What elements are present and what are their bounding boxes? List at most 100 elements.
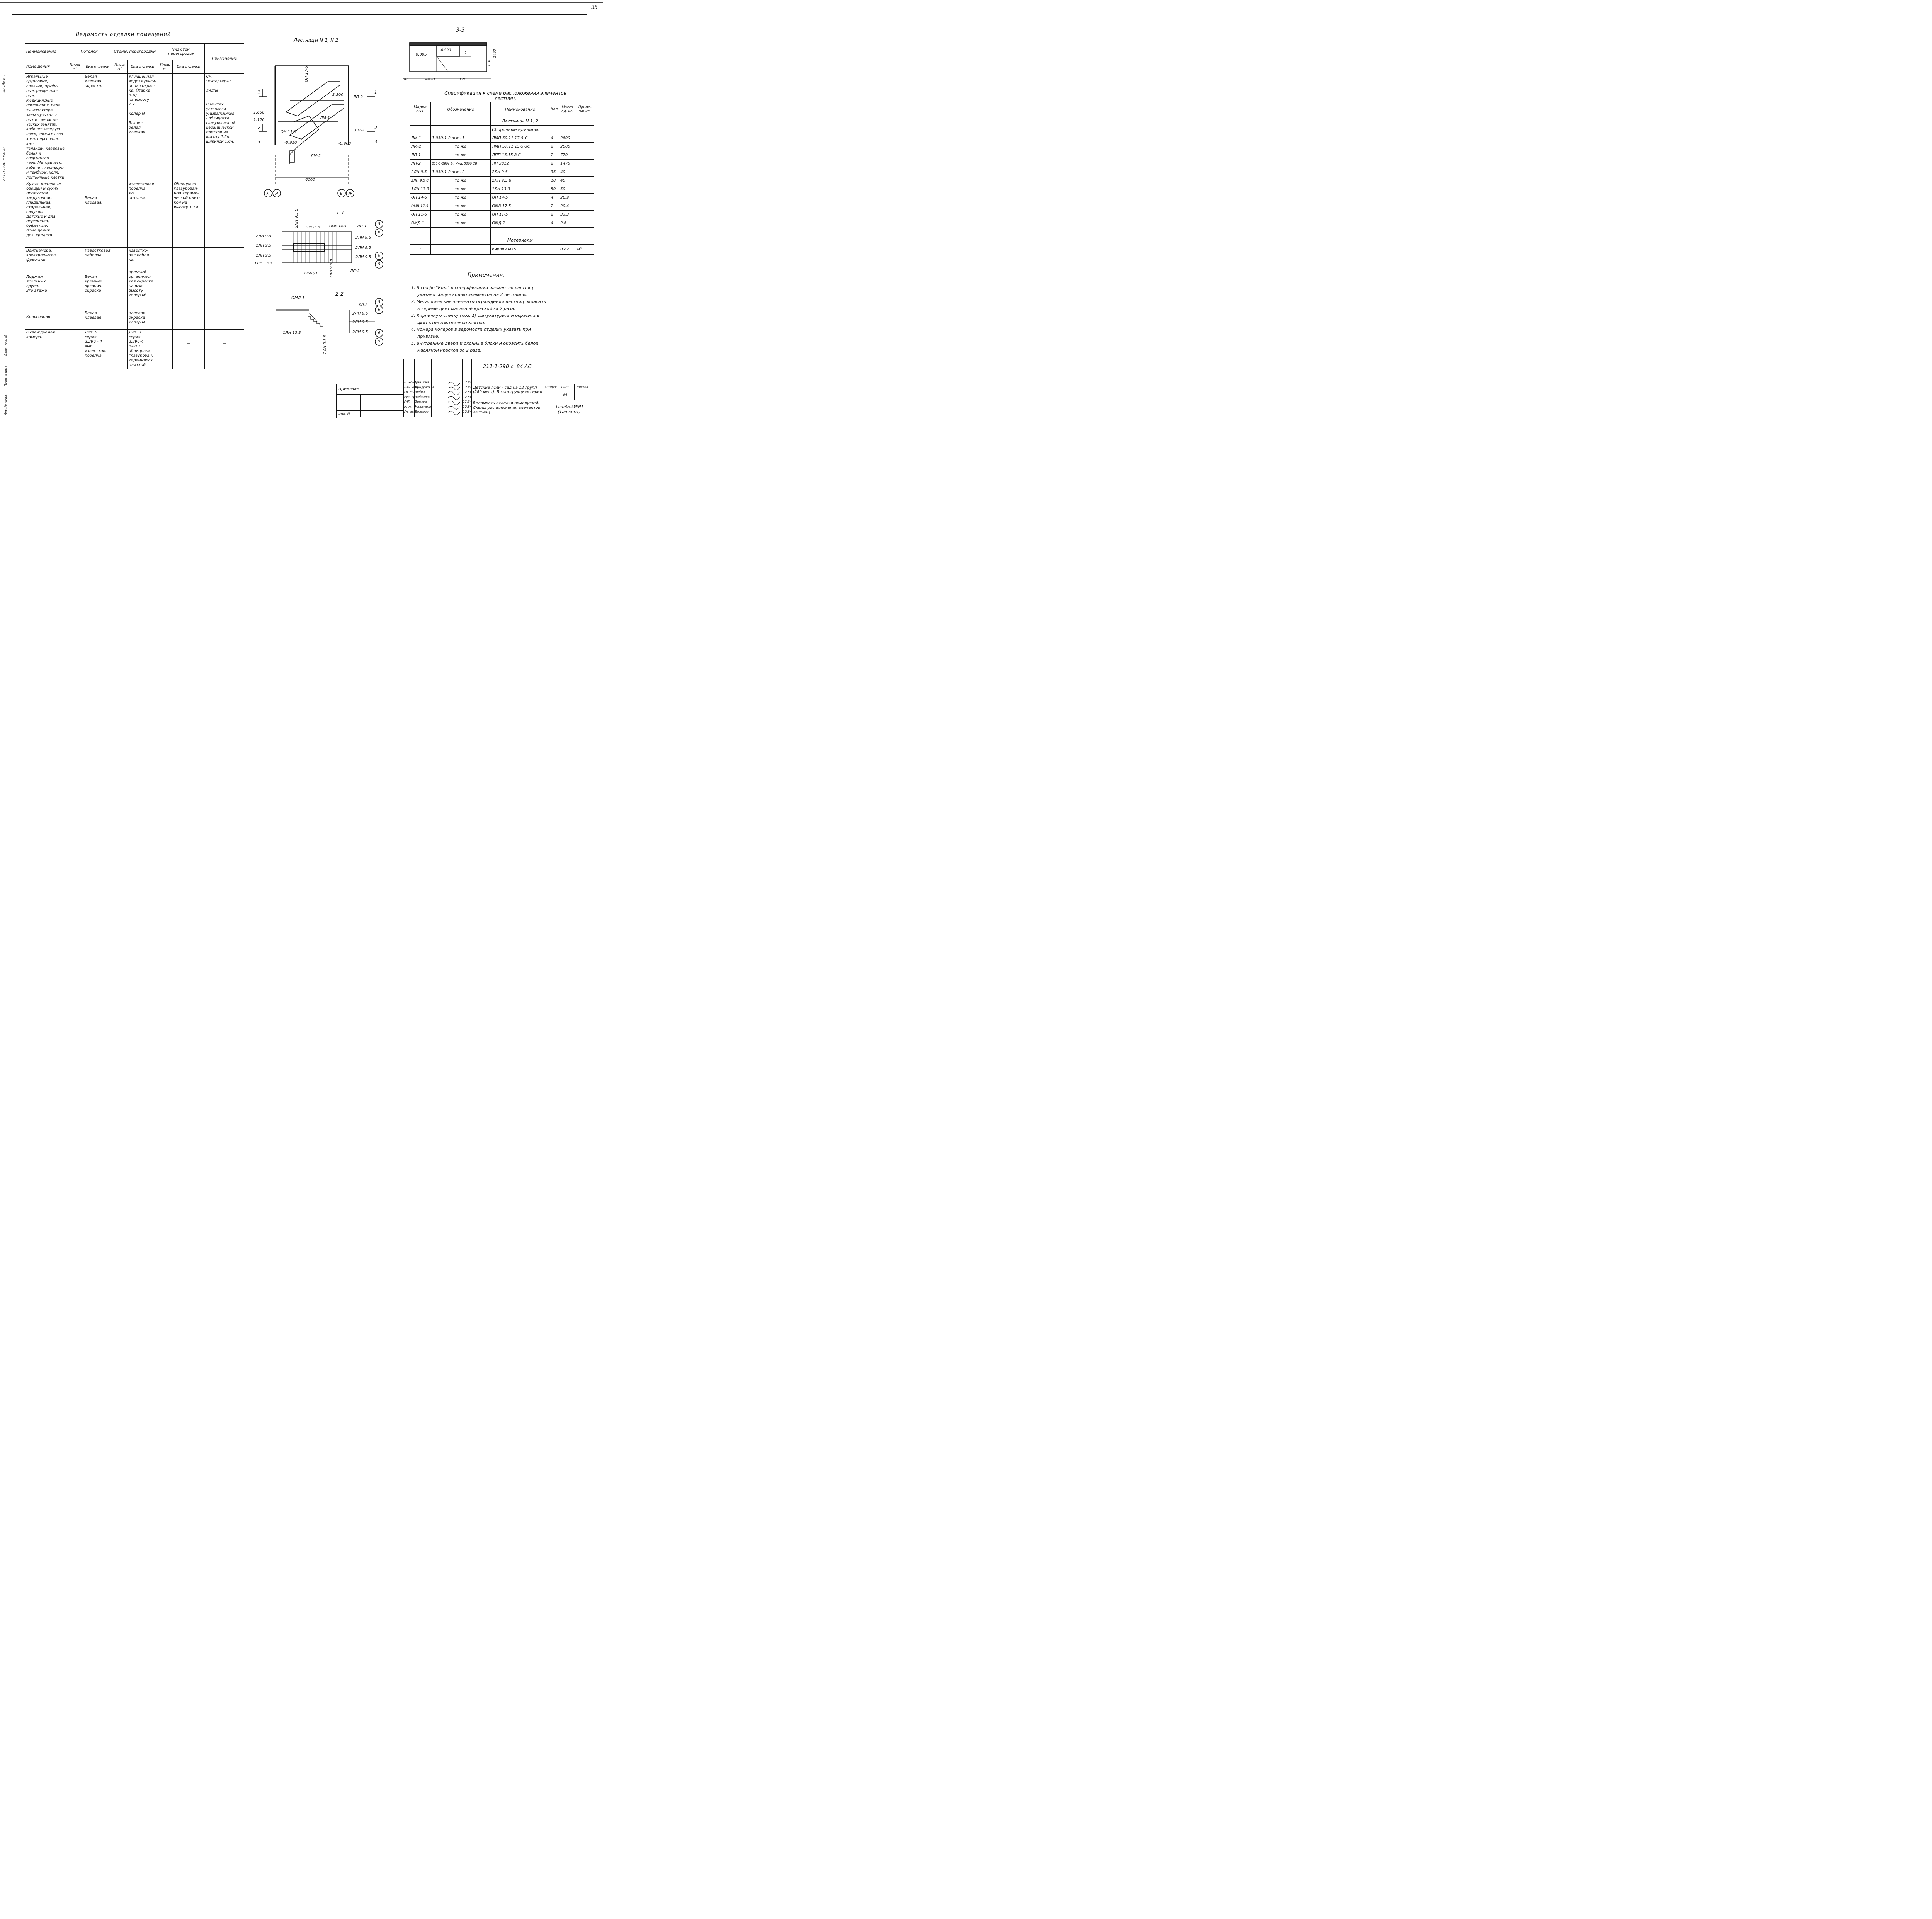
s11-lbl-13: 2ЛН 9.5 8 [329, 259, 333, 278]
row6-low: — [172, 329, 205, 369]
spec-section-row: Лестницы N 1, 2 [410, 117, 595, 126]
s22-lbl-6: 1ЛН 13.3 [283, 331, 301, 335]
inv-label: инв. N [338, 412, 350, 416]
side-stamp-2: Подп. и дата [4, 365, 7, 387]
row6-name: Охлаждаемая камера. [24, 329, 67, 369]
stair-mark-1b: 1 [374, 90, 378, 95]
stair-mark-3b: 3 [374, 139, 378, 145]
spec-title: Спецификация к схеме расположения элемен… [444, 90, 566, 101]
spec-hdr-qty: Кол [549, 102, 560, 117]
s11-lbl-3: 2ЛН 9.5 [256, 253, 272, 258]
s11-lbl-5: 1ЛН 13.3 [305, 225, 320, 229]
hdr-walls: Стены, перегородки [112, 43, 158, 60]
row4-ceiling: Белая кремний органич. окраска [83, 269, 112, 308]
axis-b: Б [340, 192, 343, 196]
hdr-low-walls: Низ стен, перегородок [157, 43, 205, 60]
organization: ТашЗНИИЭП (Ташкент) [555, 404, 583, 414]
stage-label: Стадия [545, 385, 557, 389]
section-22-drawing [276, 309, 375, 333]
row4-name: Лоджии ясельных групп: 2го этажа [24, 269, 67, 308]
row3-ceiling: Известковая побелка [83, 247, 112, 269]
row6-ceiling: Дет. 8 серия 2.290 - 4 вып.1 известков. … [83, 329, 112, 369]
row2-walls: известковая побелка до потолка. [127, 180, 158, 248]
lbl-lm2: ЛМ-2 [311, 154, 321, 158]
note-line: 5. Внутренние двери и оконные блоки и ок… [411, 341, 539, 346]
table-row: Венткамера, электрощитов, фреонная Извес… [24, 247, 244, 269]
page-number: 35 [591, 5, 598, 10]
s11-c1: 5 [378, 222, 381, 226]
row2-note [204, 180, 244, 248]
s11-c4: 5 [378, 262, 381, 266]
s11-lbl-8: 2ЛН 9.5 [355, 236, 371, 240]
spec-section-row: Сборочные единицы. [410, 125, 595, 134]
side-stamp-1: Инв. № подл. [4, 394, 7, 415]
lbl-on17: ОН 17-5 [304, 66, 309, 82]
spec-hdr-note: Приме- чание. [575, 102, 595, 117]
stairs-title: Лестницы N 1, N 2 [294, 37, 338, 43]
spec-hdr-name: Наименование [490, 102, 550, 117]
s11-lbl-4: 1ЛН 13.3 [254, 261, 272, 265]
table-row: Колясочная Белая клеевая клеевая окраска… [24, 307, 244, 330]
level-1650: 1.650 [253, 111, 265, 115]
section-11-drawing [282, 231, 352, 263]
stair-mark-2b: 2 [374, 125, 378, 131]
s33-lbl-7: 110 [488, 60, 492, 66]
section-33-title: 3-3 [456, 27, 465, 33]
s33-lbl-6: 120 [459, 77, 467, 82]
s11-c2: 6 [378, 230, 381, 235]
project-name: Детские ясли - сад на 12 групп (280 мест… [473, 386, 543, 394]
stairs-section-drawing [259, 65, 375, 197]
lbl-on11: ОН 11-5 [281, 130, 297, 134]
row5-walls: клеевая окраска колер N [127, 307, 158, 330]
hdr-area-1: Площ м² [66, 60, 84, 74]
row3-name: Венткамера, электрощитов, фреонная [24, 247, 67, 269]
row4-walls: кремний - органичес- кая окраска на всю … [127, 269, 158, 308]
s11-lbl-14: 2ЛН 9.5 8 [294, 208, 299, 228]
hdr-note: Примечание [204, 43, 244, 74]
row1-walls: Улучшенная водоэмульси- онная окрас- ка.… [127, 73, 158, 181]
table-row [410, 227, 595, 236]
stair-mark-2a: 2 [257, 125, 261, 131]
s22-c1: 5 [378, 300, 381, 304]
notes-list: 1. В графе "Кол." в спецификации элемент… [411, 284, 546, 354]
row5-ceiling: Белая клеевая [83, 307, 112, 330]
row1-note: См. "Интерьеры" листы В местах установки… [204, 73, 244, 181]
level-0910: -0.910 [284, 141, 297, 145]
s22-lbl-2: ЛП-2 [359, 303, 367, 307]
s22-lbl-4: 2ЛН 9.5 [352, 320, 368, 324]
table-row: Охлаждаемая камера. Дет. 8 серия 2.290 -… [24, 329, 244, 369]
row2-low: Облицовка глазурован- ной керами- ческой… [172, 180, 205, 248]
level-1120: 1.120 [253, 118, 265, 122]
s11-lbl-10: 2ЛН 9.5 [355, 255, 371, 259]
row1-ceiling: Белая клеевая окраска. [83, 73, 112, 181]
row3-walls: известко- вая побел- ка. [127, 247, 158, 269]
table-row: Лоджии ясельных групп: 2го этажа Белая к… [24, 269, 244, 308]
hdr-area-2: Площ м² [112, 60, 128, 74]
s33-lbl-2: -0.900 [440, 48, 451, 52]
spec-hdr-mass: Масса ед. кг. [559, 102, 576, 117]
note-line: 3. Кирпичную стенку (поз. 1) оштукатурит… [411, 313, 540, 318]
lbl-lm1: ЛМ-1 [320, 116, 330, 120]
row5-name: Колясочная [24, 307, 67, 330]
spec-table: Марка поз. Обозначение Наименование Кол … [410, 102, 595, 255]
s22-lbl-5: 2ЛН 9.5 [352, 330, 368, 334]
s22-lbl-3: 2ЛН 9.5 [352, 311, 368, 316]
stamp-dates: 12.84 12.84 12.84 12.84 12.84 12.84 12.8… [463, 381, 472, 413]
binding-box [336, 384, 404, 418]
s11-lbl-1: 2ЛН 9.5 [256, 234, 272, 238]
note-line: 4. Номера колеров в ведомости отделки ук… [411, 327, 531, 332]
notes-title: Примечания. [468, 272, 505, 278]
s33-lbl-8: 1490 [493, 49, 497, 58]
row5-note [204, 307, 244, 330]
binding-grid [336, 394, 403, 395]
hdr-kind-1: Вид отделки [83, 60, 112, 74]
dim-6000: 6000 [305, 178, 315, 182]
axis-i: И [275, 192, 278, 196]
row4-note [204, 269, 244, 308]
